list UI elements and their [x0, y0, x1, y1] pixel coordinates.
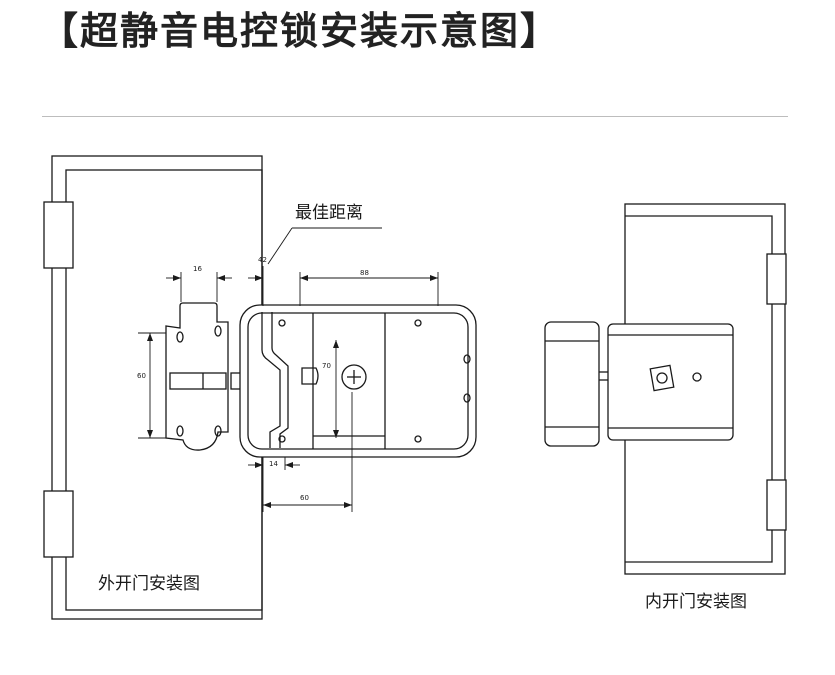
optimal-distance-label: 最佳距离: [295, 203, 363, 223]
dim-14-label: 14: [269, 460, 278, 468]
dim-16-label: 16: [193, 265, 202, 273]
left-hinge-bottom: [43, 490, 74, 558]
leader-line: [267, 227, 382, 265]
left-hinge-top: [43, 201, 74, 269]
dim-70-label: 70: [322, 362, 331, 370]
inward-door-label: 内开门安装图: [645, 592, 747, 612]
lock-body: [239, 304, 477, 458]
inward-lock-body: [599, 323, 734, 441]
dim-16: [166, 272, 232, 302]
dim-60-bottom: [262, 392, 353, 512]
strike-plate: [165, 302, 246, 451]
page-title: 【超静音电控锁安装示意图】: [40, 8, 561, 53]
right-hinge-bottom: [766, 479, 787, 531]
outward-door-label: 外开门安装图: [98, 574, 200, 594]
dim-14: [248, 457, 300, 480]
dim-60-bottom-label: 60: [300, 494, 309, 502]
dim-60-left: [138, 332, 166, 439]
dim-88-label: 88: [360, 269, 369, 277]
dim-42-label: 42: [258, 256, 267, 264]
dim-60-left-label: 60: [137, 372, 146, 380]
dim-88: [299, 272, 439, 306]
divider: [42, 116, 788, 117]
right-hinge-top: [766, 253, 787, 305]
inward-strike: [544, 321, 600, 447]
dim-42: [248, 266, 264, 306]
